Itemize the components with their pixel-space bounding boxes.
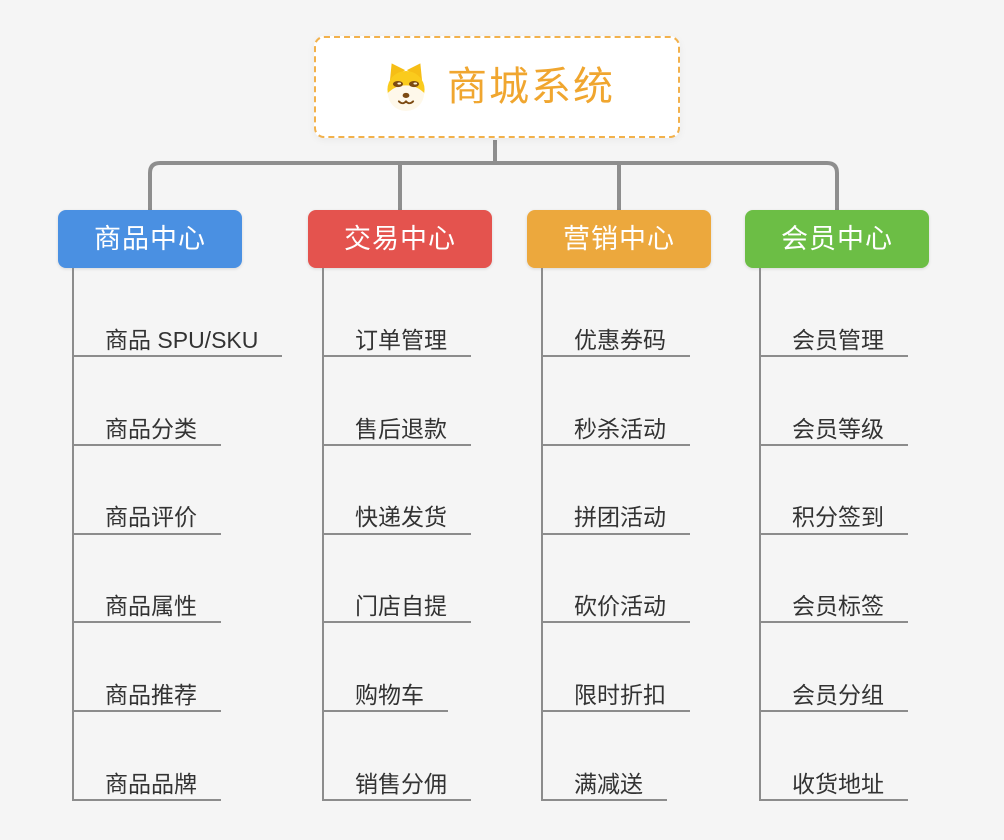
leaf-node[interactable]: 满减送 (542, 761, 667, 801)
branch-box-1[interactable]: 交易中心 (308, 210, 492, 268)
leaf-node[interactable]: 商品推荐 (73, 672, 221, 713)
leaf-node[interactable]: 商品属性 (73, 583, 221, 624)
branch-label: 商品中心 (94, 223, 206, 254)
leaf-node[interactable]: 销售分佣 (323, 761, 471, 801)
leaf-node[interactable]: 商品评价 (73, 495, 221, 535)
leaf-node[interactable]: 会员标签 (760, 583, 908, 624)
leaf-node[interactable]: 会员分组 (760, 672, 908, 713)
branch-box-2[interactable]: 营销中心 (527, 210, 711, 268)
root-node[interactable]: 商城系统 (314, 36, 680, 138)
leaf-node[interactable]: 拼团活动 (542, 495, 690, 535)
branch-box-3[interactable]: 会员中心 (745, 210, 929, 268)
branch-label: 交易中心 (344, 223, 456, 254)
leaf-node[interactable]: 售后退款 (323, 406, 471, 446)
leaf-node[interactable]: 商品分类 (73, 406, 221, 446)
branch-label: 营销中心 (563, 223, 675, 254)
dog-face-icon (379, 60, 433, 114)
leaf-node[interactable]: 订单管理 (323, 317, 471, 357)
branch-box-0[interactable]: 商品中心 (58, 210, 242, 268)
leaf-node[interactable]: 砍价活动 (542, 583, 690, 624)
root-title: 商城系统 (447, 65, 615, 109)
branch-label: 会员中心 (781, 223, 893, 254)
leaf-node[interactable]: 限时折扣 (542, 672, 690, 713)
leaf-node[interactable]: 秒杀活动 (542, 406, 690, 446)
leaf-node[interactable]: 快递发货 (323, 495, 471, 535)
leaf-node[interactable]: 会员管理 (760, 317, 908, 357)
leaf-node[interactable]: 商品品牌 (73, 761, 221, 801)
leaf-node[interactable]: 会员等级 (760, 406, 908, 446)
leaf-node[interactable]: 优惠券码 (542, 317, 690, 357)
leaf-node[interactable]: 门店自提 (323, 583, 471, 624)
leaf-node[interactable]: 商品 SPU/SKU (73, 317, 283, 357)
leaf-node[interactable]: 收货地址 (760, 761, 908, 801)
leaf-node[interactable]: 积分签到 (760, 495, 908, 535)
leaf-node[interactable]: 购物车 (323, 672, 448, 713)
